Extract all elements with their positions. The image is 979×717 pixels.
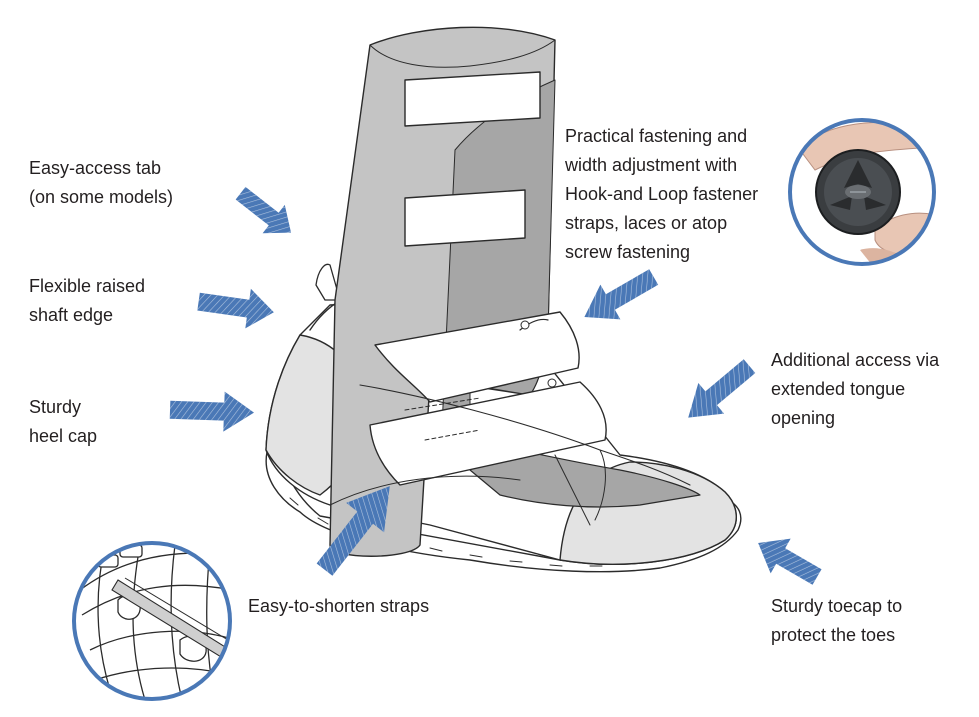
label-line: Sturdy toecap to xyxy=(771,596,903,616)
label-line: straps, laces or atop xyxy=(565,213,728,233)
scissors-cutting-strap-icon xyxy=(72,541,232,701)
label-line: screw fastening xyxy=(565,242,691,262)
label-heel-cap: Sturdy heel cap xyxy=(29,393,97,451)
arrow-fastening xyxy=(584,269,659,320)
arrow-straps xyxy=(316,486,390,576)
label-line: Easy-to-shorten straps xyxy=(248,596,430,616)
vamp-strap xyxy=(369,381,607,486)
label-line: Additional access via xyxy=(771,350,940,370)
arrow-heel-cap xyxy=(169,391,254,432)
arrow-easy-access-tab xyxy=(235,186,292,234)
label-line: opening xyxy=(771,408,836,428)
label-line: Hook-and Loop fastener xyxy=(565,184,759,204)
label-line: width adjustment with xyxy=(565,155,738,175)
label-fastening: Practical fastening and width adjustment… xyxy=(565,122,758,267)
boot-illustration xyxy=(265,26,742,573)
label-line: shaft edge xyxy=(29,305,114,325)
callout-arrows xyxy=(169,186,822,585)
arrow-flexible-shaft xyxy=(197,288,274,329)
ankle-strap xyxy=(374,311,580,403)
atop-dial-knob-icon xyxy=(788,118,936,266)
label-flexible-shaft: Flexible raised shaft edge xyxy=(29,272,145,330)
label-toecap: Sturdy toecap to protect the toes xyxy=(771,592,902,650)
shaft-strap-lower xyxy=(404,189,526,247)
label-line: Sturdy xyxy=(29,397,82,417)
label-line: extended tongue xyxy=(771,379,906,399)
shaft-strap-upper xyxy=(404,71,541,127)
arrow-tongue xyxy=(688,359,756,418)
label-line: (on some models) xyxy=(29,187,174,207)
label-easy-access-tab: Easy-access tab (on some models) xyxy=(29,154,173,212)
label-line: heel cap xyxy=(29,426,98,446)
label-tongue-opening: Additional access via extended tongue op… xyxy=(771,346,939,433)
label-line: Practical fastening and xyxy=(565,126,748,146)
label-shorten-straps: Easy-to-shorten straps xyxy=(248,592,429,621)
label-line: Flexible raised xyxy=(29,276,146,296)
label-line: protect the toes xyxy=(771,625,896,645)
arrow-toecap xyxy=(758,538,822,585)
label-line: Easy-access tab xyxy=(29,158,162,178)
